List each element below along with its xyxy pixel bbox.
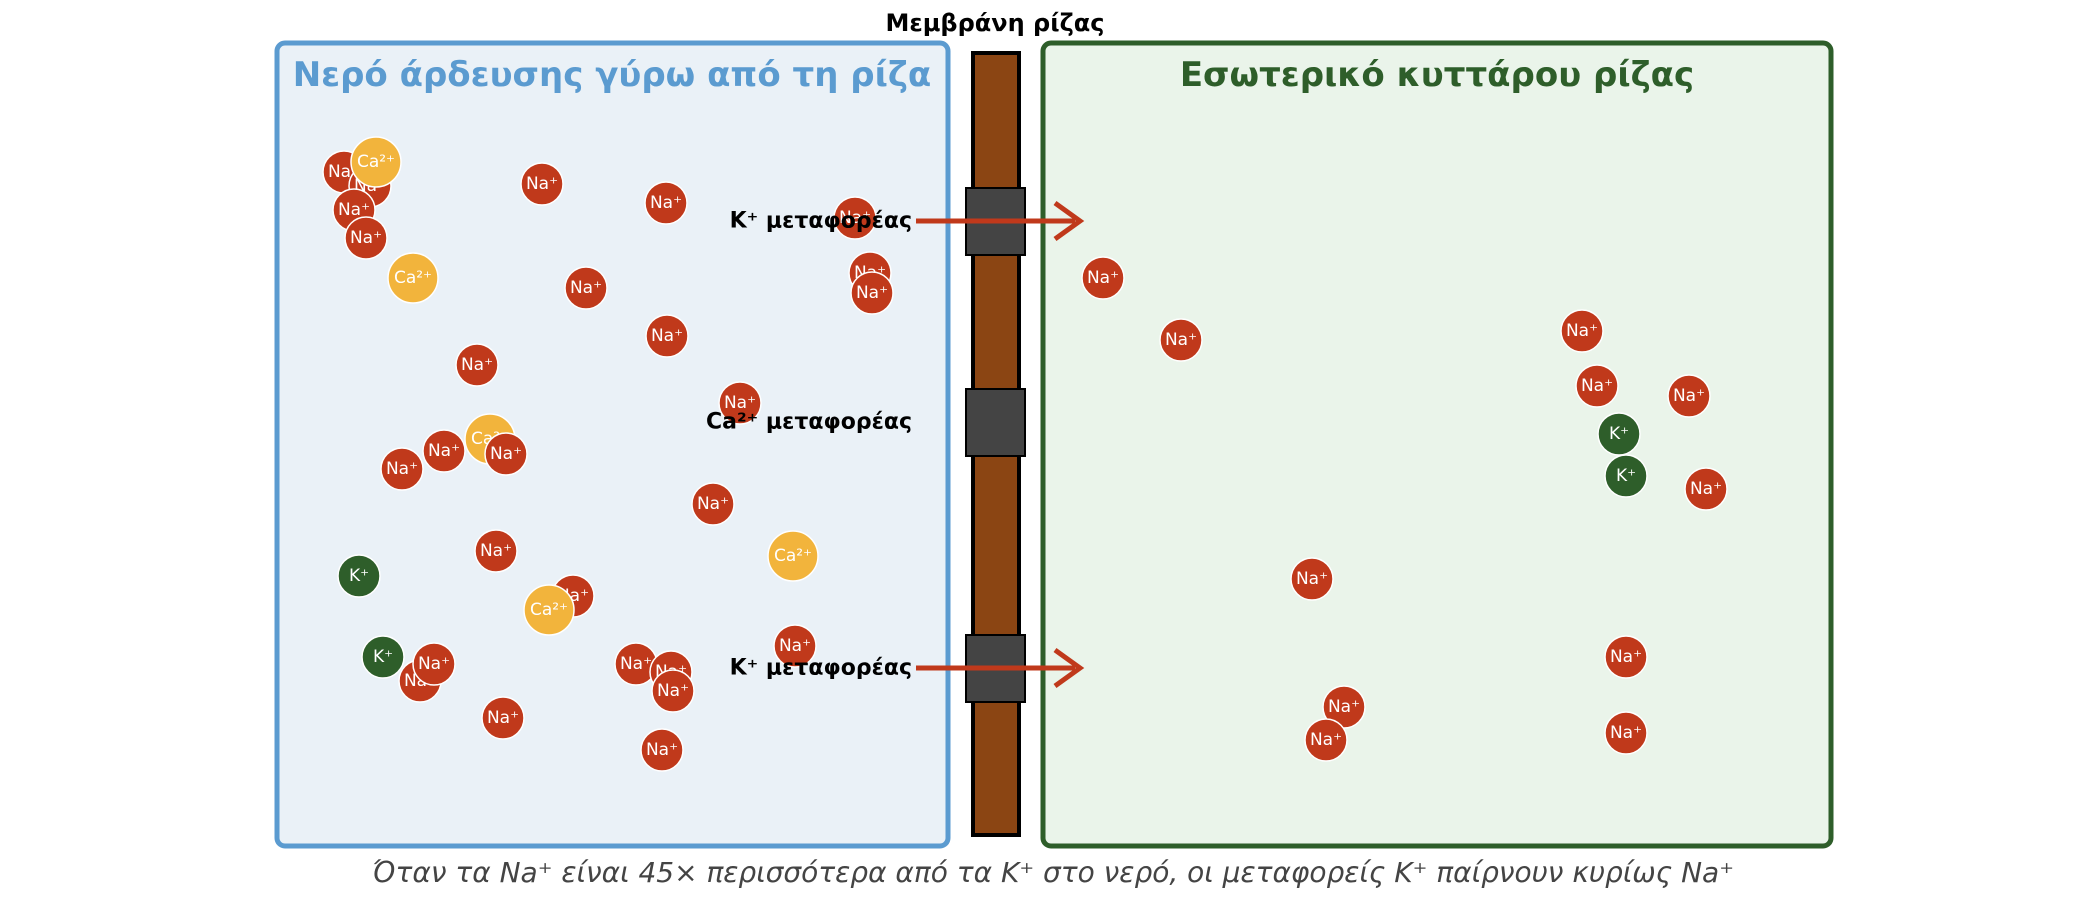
water-na-ion-label: Na⁺ (651, 326, 683, 346)
cell-na-ion (1575, 364, 1619, 408)
water-ca-ion (523, 584, 575, 636)
root-cell-interior-panel (1040, 40, 1834, 849)
cell-na-ion (1604, 635, 1648, 679)
water-na-ion (644, 181, 688, 225)
water-na-ion (691, 482, 735, 526)
cell-k-ion-label: K⁺ (1616, 466, 1636, 486)
water-na-ion (564, 266, 608, 310)
water-na-ion-label: Na⁺ (724, 393, 756, 413)
water-na-ion-label: Na⁺ (490, 444, 522, 464)
water-na-ion (474, 529, 518, 573)
water-ca-ion-label: Ca²⁺ (774, 546, 812, 566)
diagram-caption: Όταν τα Na⁺ είναι 45× περισσότερα από τα… (372, 856, 1734, 889)
water-ca-ion-label: Ca²⁺ (394, 268, 432, 288)
water-na-ion-label: Na⁺ (570, 278, 602, 298)
cell-na-ion (1684, 467, 1728, 511)
water-na-ion-label: Na⁺ (461, 355, 493, 375)
irrigation-water-title: Νερό άρδευσης γύρω από τη ρίζα (293, 55, 932, 95)
cell-na-ion-label: Na⁺ (1690, 479, 1722, 499)
water-k-ion-label: K⁺ (373, 647, 393, 667)
irrigation-water-ions: Na⁺Na⁺Na⁺Na⁺Ca²⁺Ca²⁺Na⁺Na⁺Na⁺Na⁺Na⁺Na⁺Na… (322, 136, 894, 772)
cell-na-ion-label: Na⁺ (1328, 697, 1360, 717)
cell-na-ion-label: Na⁺ (1310, 730, 1342, 750)
water-na-ion (422, 429, 466, 473)
k-transporter-bottom-arrow (916, 647, 1085, 689)
water-na-ion (645, 314, 689, 358)
water-na-ion (520, 162, 564, 206)
ca-transporter (965, 388, 1026, 457)
water-na-ion (640, 728, 684, 772)
water-na-ion-label: Na⁺ (350, 228, 382, 248)
k-transporter-top-label: K⁺ μεταφορέας (730, 209, 912, 234)
water-na-ion (833, 196, 877, 240)
water-na-ion-label: Na⁺ (779, 636, 811, 656)
water-na-ion-label: Na⁺ (480, 541, 512, 561)
cell-na-ion (1560, 309, 1604, 353)
cell-na-ion-label: Na⁺ (1673, 386, 1705, 406)
cell-na-ion (1667, 374, 1711, 418)
water-na-ion-label: Na⁺ (526, 174, 558, 194)
cell-na-ion (1304, 718, 1348, 762)
water-na-ion (481, 696, 525, 740)
water-na-ion-label: Na⁺ (650, 193, 682, 213)
water-ca-ion-label: Ca²⁺ (357, 152, 395, 172)
cell-na-ion-label: Na⁺ (1165, 330, 1197, 350)
water-k-ion (337, 554, 381, 598)
water-ca-ion (387, 252, 439, 304)
water-na-ion-label: Na⁺ (418, 654, 450, 674)
k-transporter-top-arrow (916, 200, 1085, 242)
cell-k-ion-label: K⁺ (1609, 424, 1629, 444)
cell-na-ion-label: Na⁺ (1610, 647, 1642, 667)
water-na-ion (651, 669, 695, 713)
water-na-ion-label: Na⁺ (386, 459, 418, 479)
water-k-ion-label: K⁺ (349, 566, 369, 586)
water-na-ion (455, 343, 499, 387)
cell-k-ion (1597, 412, 1641, 456)
water-ca-ion (767, 530, 819, 582)
water-na-ion (380, 447, 424, 491)
cell-na-ion-label: Na⁺ (1581, 376, 1613, 396)
cell-k-ion (1604, 454, 1648, 498)
water-na-ion-label: Na⁺ (697, 494, 729, 514)
water-na-ion-label: Na⁺ (487, 708, 519, 728)
ca-transporter-label: Ca²⁺ μεταφορέας (706, 410, 912, 435)
water-na-ion-label: Na⁺ (856, 283, 888, 303)
water-ca-ion (350, 136, 402, 188)
root-cell-ions: Na⁺ Na⁺ Na⁺ Na⁺ Na⁺ K⁺ K⁺ Na⁺ Na⁺ Na⁺ Na⁺ Na⁺ Na⁺ (1081, 256, 1728, 762)
cell-na-ion-label: Na⁺ (1296, 569, 1328, 589)
water-na-ion (718, 381, 762, 425)
water-na-ion (344, 216, 388, 260)
water-na-ion-label: Na⁺ (620, 654, 652, 674)
root-cell-interior-title: Εσωτερικό κυττάρου ρίζας (1180, 55, 1694, 95)
water-na-ion-label: Na⁺ (646, 740, 678, 760)
water-na-ion-label: Na⁺ (428, 441, 460, 461)
water-k-ion (361, 635, 405, 679)
k-transporter-bottom-label: K⁺ μεταφορέας (730, 656, 912, 681)
water-na-ion (773, 624, 817, 668)
membrane-title: Μεμβράνη ρίζας (886, 9, 1105, 37)
cell-na-ion (1081, 256, 1125, 300)
water-na-ion (412, 642, 456, 686)
water-ca-ion-label: Ca²⁺ (530, 600, 568, 620)
cell-na-ion-label: Na⁺ (1087, 268, 1119, 288)
cell-na-ion (1604, 711, 1648, 755)
water-na-ion (850, 271, 894, 315)
water-na-ion-label: Na⁺ (657, 681, 689, 701)
water-na-ion-label: Na⁺ (839, 208, 871, 228)
cell-na-ion (1159, 318, 1203, 362)
cell-na-ion-label: Na⁺ (1610, 723, 1642, 743)
water-na-ion (484, 432, 528, 476)
water-na-ion-label: Na⁺ (338, 200, 370, 220)
cell-na-ion-label: Na⁺ (1566, 321, 1598, 341)
cell-na-ion (1290, 557, 1334, 601)
